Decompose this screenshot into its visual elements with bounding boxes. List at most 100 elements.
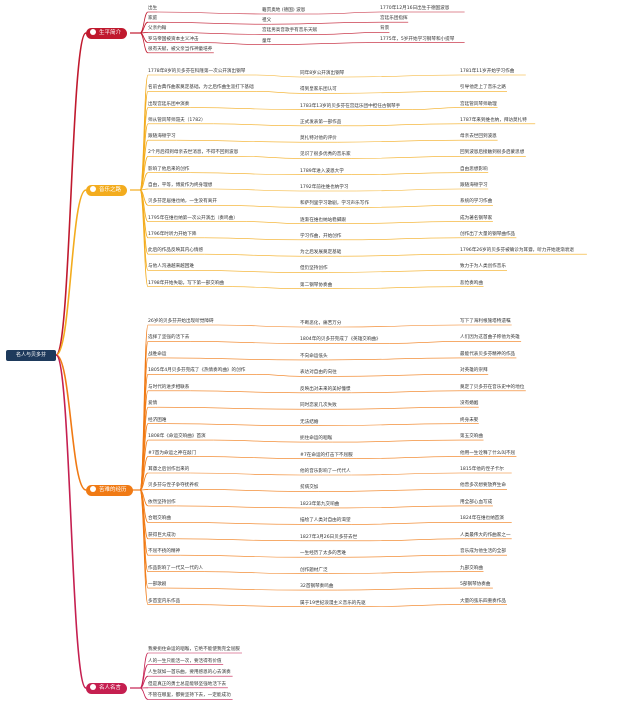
leaf-topic[interactable]: 1789年进入波恩大学: [300, 168, 344, 174]
leaf-topic[interactable]: 人生就如一首乐曲，要用感恩的心去演奏: [148, 670, 231, 676]
leaf-topic[interactable]: 最能代表贝多芬精神的作品: [460, 351, 516, 357]
leaf-topic[interactable]: 父亲约翰: [148, 26, 167, 32]
leaf-topic[interactable]: 终身未娶: [460, 417, 479, 423]
leaf-topic[interactable]: 1795年在维也纳第一次公开演出（奏鸣曲）: [148, 215, 238, 221]
leaf-topic[interactable]: 他的音乐影响了一代代人: [300, 469, 351, 474]
leaf-topic[interactable]: 经济困难: [148, 417, 167, 423]
leaf-topic[interactable]: 无法结婚: [300, 419, 319, 425]
leaf-topic[interactable]: 自由，平等，博爱作为终身理想: [148, 183, 213, 188]
leaf-topic[interactable]: 出生: [148, 6, 158, 11]
leaf-topic[interactable]: 属于19世纪浪漫主义音乐的先驱: [300, 600, 366, 606]
leaf-topic[interactable]: 1770年12月16日出生于德国波恩: [380, 6, 450, 11]
leaf-topic[interactable]: #7首为命运之神在敲门: [148, 450, 197, 456]
leaf-topic[interactable]: 音乐成为他生活的全部: [460, 549, 506, 555]
leaf-topic[interactable]: 1805年4月贝多芬完成了《热情奏鸣曲》的创作: [148, 368, 246, 374]
leaf-topic[interactable]: 成为著名钢琴家: [460, 215, 493, 221]
leaf-topic[interactable]: 他用一生诠释了什么叫不屈: [460, 450, 516, 456]
leaf-topic[interactable]: #7在命运的打击下不屈服: [300, 452, 353, 458]
leaf-topic[interactable]: 人的一生只能活一次，要活得有价值: [148, 658, 222, 664]
leaf-topic[interactable]: 回到波恩后接触到很多启蒙思想: [460, 150, 525, 156]
leaf-topic[interactable]: 悲怆奏鸣曲: [460, 280, 483, 286]
leaf-topic[interactable]: 1778年8岁的贝多芬在科隆第一次公开演出钢琴: [148, 69, 246, 74]
leaf-topic[interactable]: 宫廷乐团指挥: [380, 16, 408, 22]
leaf-topic[interactable]: 不屈不挠的精神: [148, 549, 181, 555]
leaf-topic[interactable]: 莫扎特对他的评价: [300, 136, 337, 142]
leaf-topic[interactable]: 引导他走上了音乐之路: [460, 85, 506, 91]
leaf-topic[interactable]: 他曾多次想要放弃生命: [460, 483, 506, 489]
leaf-topic[interactable]: 对英雄的崇拜: [460, 368, 488, 374]
leaf-topic[interactable]: 学习作曲，开始创作: [300, 233, 342, 239]
leaf-topic[interactable]: 爱情: [148, 401, 158, 407]
leaf-topic[interactable]: 多首室内乐作品: [148, 598, 181, 604]
leaf-topic[interactable]: 1781年11岁开始学习作曲: [460, 69, 515, 74]
leaf-topic[interactable]: 不管在哪里，都要坚持下去，一定能成功: [148, 693, 231, 699]
leaf-topic[interactable]: 九部交响曲: [460, 565, 483, 571]
leaf-topic[interactable]: 师从管风琴师聂夫（1782）: [148, 117, 206, 123]
leaf-topic[interactable]: 母亲去世回到波恩: [460, 134, 497, 140]
leaf-topic[interactable]: 同时恋爱几次失败: [300, 403, 337, 409]
leaf-topic[interactable]: 祖父: [262, 18, 272, 24]
leaf-topic[interactable]: 此后的作品反映其内心情感: [148, 248, 204, 254]
leaf-topic[interactable]: 和萨列里学习歌剧，学习声乐写作: [300, 201, 369, 207]
leaf-topic[interactable]: 表达对自由的向往: [300, 370, 337, 376]
leaf-topic[interactable]: 但是真正的勇士总是能够坚强地活下去: [148, 681, 227, 687]
leaf-topic[interactable]: 扼住命运的咽喉: [300, 436, 333, 442]
leaf-topic[interactable]: 奠定了贝多芬在音乐史中的地位: [460, 384, 525, 390]
leaf-topic[interactable]: 与时代的进步相联系: [148, 384, 190, 390]
leaf-topic[interactable]: 合唱交响曲: [148, 516, 171, 522]
leaf-topic[interactable]: 1787年来到维也纳，拜访莫扎特: [460, 117, 527, 123]
leaf-topic[interactable]: 1798年开始失聪，写下第一部交响曲: [148, 280, 225, 286]
leaf-topic[interactable]: 人们因为这首曲子称他为英雄: [460, 335, 520, 341]
leaf-topic[interactable]: 很有天赋，被父亲当作神童培养: [148, 46, 213, 52]
leaf-topic[interactable]: 1796年26岁的贝多芬被确诊为耳聋，听力开始逐渐衰退: [460, 248, 575, 254]
leaf-topic[interactable]: 1804年的贝多芬完成了《英雄交响曲》: [300, 337, 381, 343]
leaf-topic[interactable]: 不向命运低头: [300, 353, 328, 359]
leaf-topic[interactable]: 大量的弦乐四重奏作品: [460, 598, 506, 604]
leaf-topic[interactable]: 用全部心血写成: [460, 499, 493, 505]
leaf-topic[interactable]: 26岁的贝多芬开始出现听觉障碍: [148, 319, 214, 324]
leaf-topic[interactable]: 影响了他后来的创作: [148, 166, 190, 172]
leaf-topic[interactable]: 获得巨大成功: [148, 532, 176, 538]
leaf-topic[interactable]: 自由思想影响: [460, 166, 488, 172]
leaf-topic[interactable]: 逐渐在维也纳站稳脚跟: [300, 217, 346, 223]
leaf-topic[interactable]: 为之后发展奠定基础: [300, 250, 342, 256]
branch-node[interactable]: 音乐之路: [86, 185, 128, 196]
leaf-topic[interactable]: 一生经历了太多的苦难: [300, 551, 346, 557]
leaf-topic[interactable]: 创作题材广泛: [300, 567, 328, 573]
leaf-topic[interactable]: 与他人沟通越来越困难: [148, 264, 194, 270]
leaf-topic[interactable]: 描绘了人类对自由的渴望: [300, 518, 351, 524]
leaf-topic[interactable]: 贝多芬与侄子争夺抚养权: [148, 483, 199, 489]
leaf-topic[interactable]: 人类最伟大的作曲家之一: [460, 532, 511, 538]
leaf-topic[interactable]: 1824年在维也纳首演: [460, 516, 504, 522]
leaf-topic[interactable]: 创作出了大量的钢琴曲作品: [460, 231, 516, 237]
leaf-topic[interactable]: 写下了海利根施塔特遗嘱: [460, 319, 511, 324]
leaf-topic[interactable]: 作品影响了一代又一代的人: [148, 565, 204, 571]
leaf-topic[interactable]: 背景: [380, 26, 390, 32]
branch-node[interactable]: 生平简介: [86, 28, 128, 39]
leaf-topic[interactable]: 贝多芬定居维也纳，一生没有离开: [148, 199, 217, 205]
branch-node[interactable]: 名人名言: [86, 683, 128, 694]
leaf-topic[interactable]: 第五交响曲: [460, 434, 483, 440]
leaf-topic[interactable]: 1783年13岁的贝多芬在宫廷乐团中担任古钢琴手: [300, 103, 401, 109]
leaf-topic[interactable]: 第二钢琴协奏曲: [300, 282, 333, 288]
leaf-topic[interactable]: 我要扼住命运的咽喉，它绝不能使我完全屈服: [148, 647, 240, 652]
leaf-topic[interactable]: 系统的学习作曲: [460, 199, 493, 205]
leaf-topic[interactable]: 跟随海顿学习: [460, 183, 488, 188]
leaf-topic[interactable]: 得到皇家乐团认可: [300, 87, 337, 93]
leaf-topic[interactable]: 反映出对未来的美好憧憬: [300, 386, 351, 392]
leaf-topic[interactable]: 1823年第九交响曲: [300, 501, 340, 507]
root-topic[interactable]: 名人与贝多芬: [6, 350, 56, 361]
leaf-topic[interactable]: 名前古典作曲家奠定基础，为之后作曲生涯打下基础: [148, 85, 254, 91]
leaf-topic[interactable]: 见识了很多优秀的音乐家: [300, 152, 351, 158]
leaf-topic[interactable]: 跟随海顿学习: [148, 134, 176, 140]
leaf-topic[interactable]: 耳聋之后创作出来的: [148, 467, 190, 472]
leaf-topic[interactable]: 没有婚姻: [460, 401, 479, 407]
leaf-topic[interactable]: 1792年前往维也纳学习: [300, 185, 349, 190]
branch-node[interactable]: 苦难的经历: [86, 485, 133, 496]
leaf-topic[interactable]: 宫廷管风琴师助理: [460, 101, 497, 107]
leaf-topic[interactable]: 5部钢琴协奏曲: [460, 582, 491, 588]
leaf-topic[interactable]: 选择了坚强的活下去: [148, 335, 190, 341]
leaf-topic[interactable]: 战胜命运: [148, 351, 167, 357]
leaf-topic[interactable]: 家庭: [148, 16, 158, 22]
leaf-topic[interactable]: 出现宫廷乐团中演奏: [148, 101, 190, 107]
